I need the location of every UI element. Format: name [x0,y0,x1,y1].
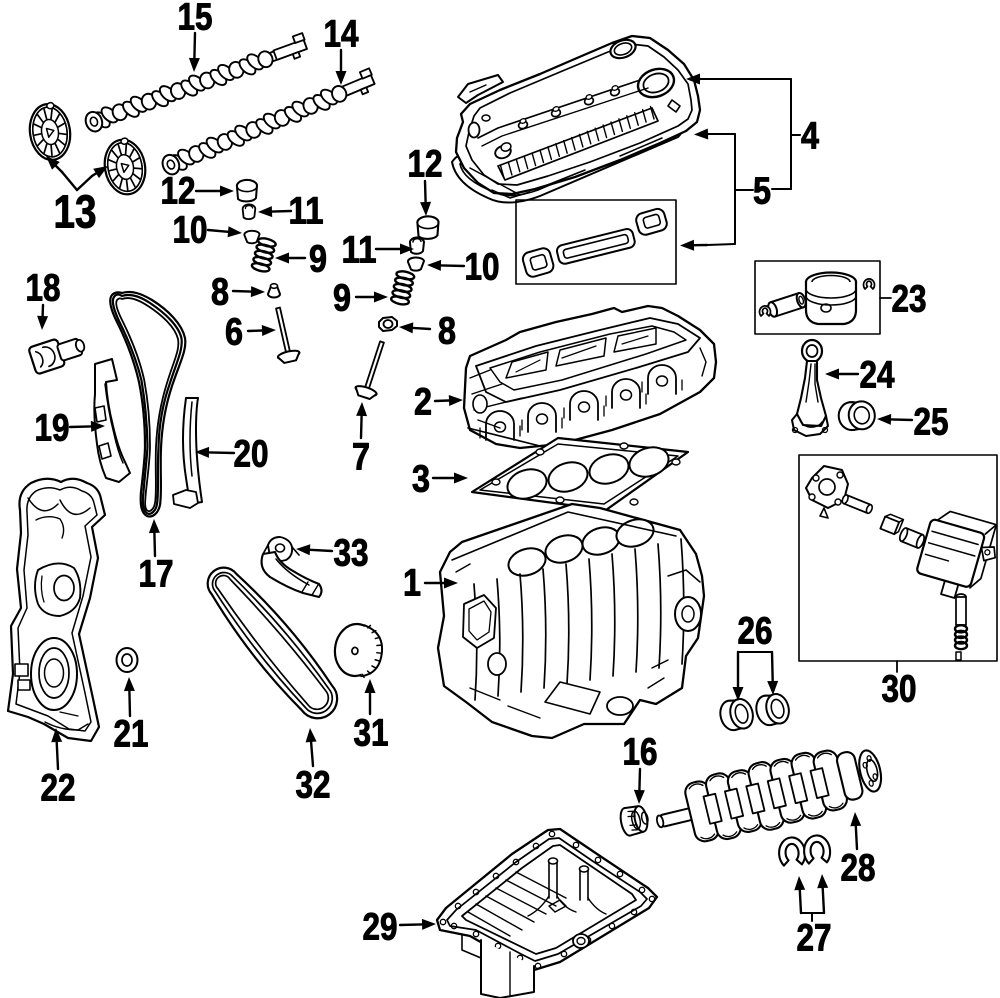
svg-text:5: 5 [753,171,771,213]
svg-text:16: 16 [623,732,658,774]
svg-text:9: 9 [333,278,351,320]
svg-text:2: 2 [414,382,432,424]
svg-text:12: 12 [161,171,196,213]
svg-text:25: 25 [914,402,949,444]
svg-text:8: 8 [211,272,229,314]
svg-text:31: 31 [354,713,389,755]
svg-text:9: 9 [309,239,327,281]
svg-text:6: 6 [225,312,243,354]
svg-text:22: 22 [41,768,76,810]
svg-text:11: 11 [289,191,324,233]
svg-text:3: 3 [412,459,430,501]
svg-text:28: 28 [841,848,876,890]
svg-text:26: 26 [738,611,773,653]
svg-text:24: 24 [860,355,895,397]
svg-text:10: 10 [173,210,208,252]
svg-text:17: 17 [139,554,174,596]
svg-text:7: 7 [352,437,370,479]
svg-text:8: 8 [438,311,456,353]
svg-text:33: 33 [334,533,369,575]
svg-text:12: 12 [408,144,443,186]
svg-text:30: 30 [882,669,917,711]
svg-text:18: 18 [26,268,61,310]
svg-text:21: 21 [114,714,149,756]
svg-text:29: 29 [363,907,398,949]
svg-text:32: 32 [296,765,331,807]
svg-text:27: 27 [797,918,832,960]
svg-text:10: 10 [465,247,500,289]
svg-text:11: 11 [342,230,377,272]
svg-text:13: 13 [54,186,97,238]
svg-text:23: 23 [892,279,927,321]
svg-text:20: 20 [234,434,269,476]
svg-text:4: 4 [801,116,819,158]
svg-text:19: 19 [35,408,70,450]
svg-text:1: 1 [403,563,421,605]
